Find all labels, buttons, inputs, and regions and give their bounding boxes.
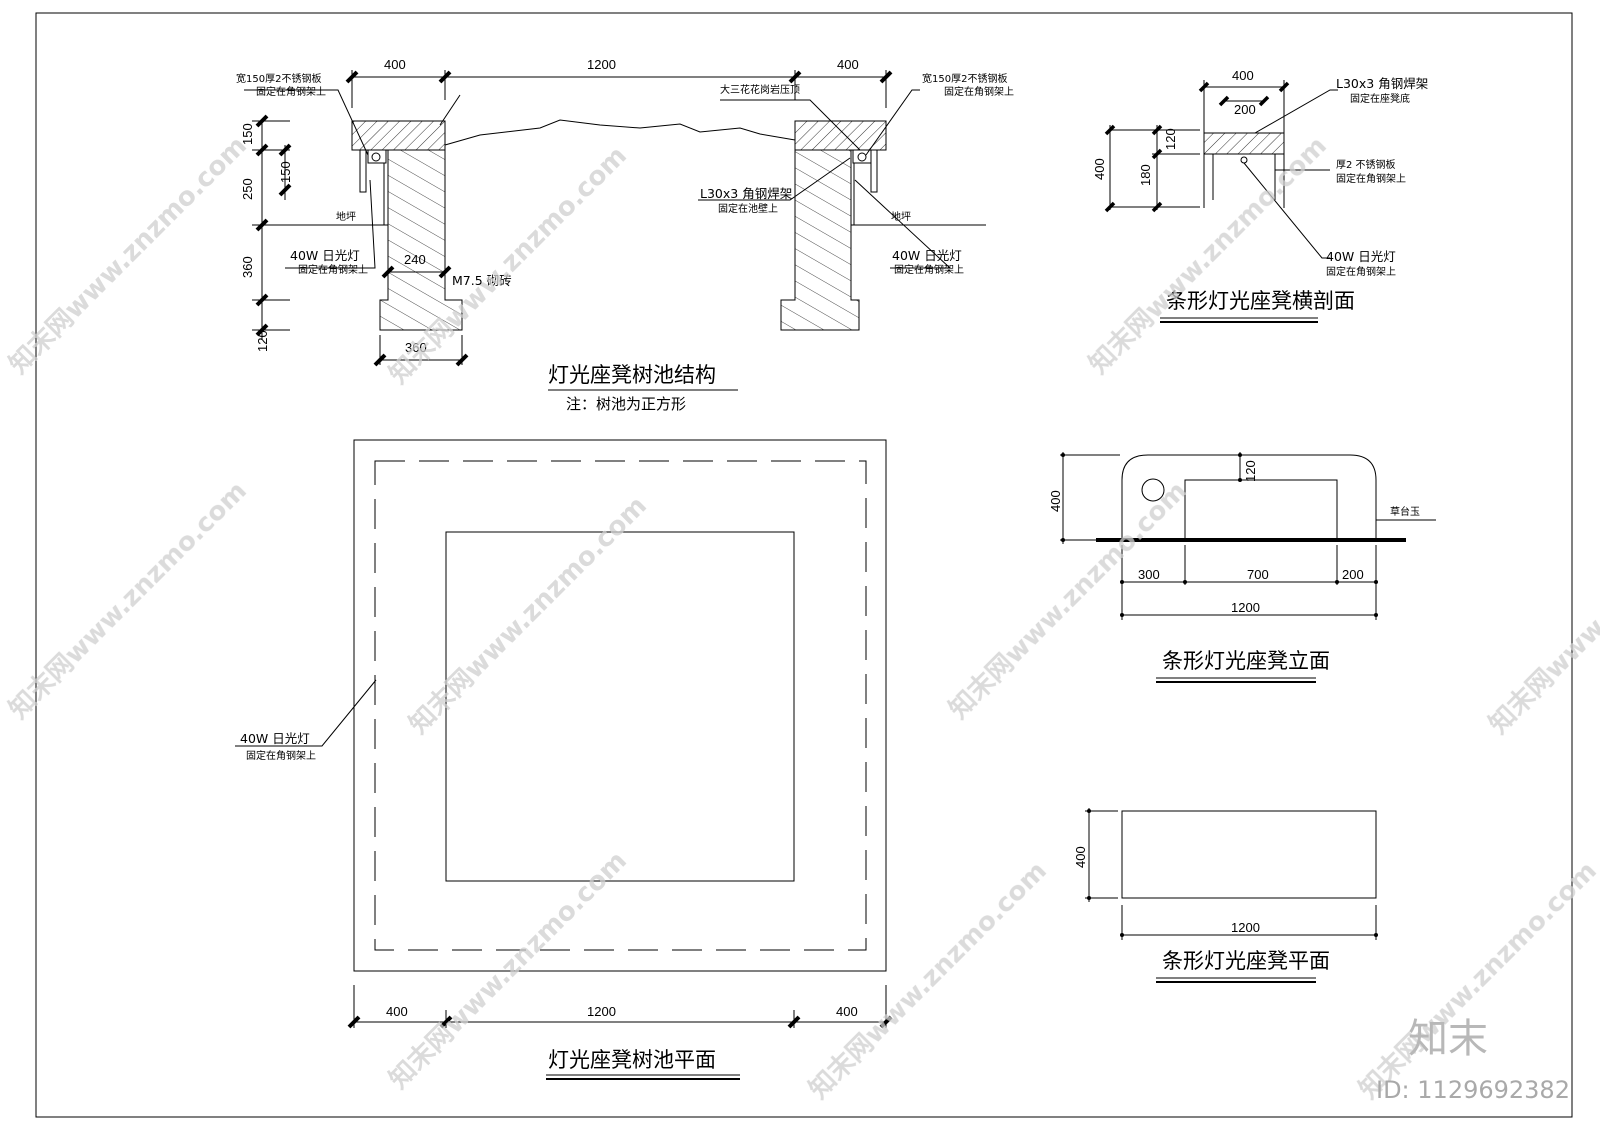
dim-360: 360 (405, 340, 427, 355)
note-ground-left: 地坪 (336, 210, 356, 223)
cs-lamp-2: 固定在角钢架上 (1326, 265, 1396, 278)
dim-240: 240 (404, 252, 426, 267)
structure-note: 注：树池为正方形 (566, 395, 686, 413)
cs-plate-1: 厚2 不锈钢板 (1336, 158, 1396, 171)
cs-plate-2: 固定在角钢架上 (1336, 172, 1406, 185)
title-elevation: 条形灯光座凳立面 (1162, 649, 1330, 673)
title-structure: 灯光座凳树池结构 (548, 363, 716, 387)
watermark-text-1: 知末网www.znzmo.com (4, 131, 253, 380)
el-dim-700: 700 (1247, 567, 1269, 582)
watermark-text-7: 知末网www.znzmo.com (1484, 491, 1600, 740)
watermark-logo: 知末 (1408, 1016, 1488, 1062)
dim-1200: 1200 (587, 57, 616, 72)
note-ground-right: 地坪 (891, 210, 911, 223)
plan-dim-1200: 1200 (587, 1004, 616, 1019)
tree-pool-plan-labels: 400 1200 400 40W 日光灯 固定在角钢架上 灯光座凳树池平面 (240, 731, 858, 1080)
el-dim-400: 400 (1048, 490, 1063, 512)
bp-dim-1200: 1200 (1231, 920, 1260, 935)
watermark-id: ID: 1129692382 (1376, 1076, 1570, 1104)
plan-dim-400-left: 400 (386, 1004, 408, 1019)
plan-lamp-2: 固定在角钢架上 (246, 749, 316, 762)
el-dim-1200: 1200 (1231, 600, 1260, 615)
el-dim-200: 200 (1342, 567, 1364, 582)
note-lamp-left-2: 固定在角钢架上 (298, 263, 368, 276)
watermark-text-5: 知末网www.znzmo.com (404, 491, 653, 740)
plan-dim-400-right: 400 (836, 1004, 858, 1019)
dim-150-inner: 150 (278, 161, 293, 183)
note-lamp-left-1: 40W 日光灯 (290, 248, 360, 263)
dim-120: 120 (255, 330, 270, 352)
note-angle-1: L30x3 角钢焊架 (700, 186, 792, 201)
dim-400-right: 400 (837, 57, 859, 72)
plan-lamp-1: 40W 日光灯 (240, 731, 310, 746)
elevation-labels: 400 120 300 700 200 1200 草台玉 条形灯光座凳立面 (1048, 460, 1420, 683)
elevation (1060, 452, 1436, 620)
el-dim-300: 300 (1138, 567, 1160, 582)
watermark-text-4: 知末网www.znzmo.com (4, 476, 253, 725)
tree-pool-plan (235, 439, 893, 1029)
cs-dim-400-v: 400 (1092, 158, 1107, 180)
note-steel-plate-right-2: 固定在角钢架上 (944, 85, 1014, 98)
cs-lamp-1: 40W 日光灯 (1326, 249, 1396, 264)
note-steel-plate-left-1: 宽150厚2不锈钢板 (236, 72, 321, 85)
dim-150: 150 (240, 123, 255, 145)
note-steel-plate-right-1: 宽150厚2不锈钢板 (922, 72, 1007, 85)
cs-angle-1: L30x3 角钢焊架 (1336, 76, 1428, 91)
cs-dim-200: 200 (1234, 102, 1256, 117)
watermark-text-9: 知末网www.znzmo.com (804, 856, 1053, 1105)
cross-section (1104, 80, 1338, 259)
watermark-text-10: 知末网www.znzmo.com (1354, 856, 1600, 1105)
title-bench-plan: 条形灯光座凳平面 (1162, 949, 1330, 973)
note-granite: 大三花花岗岩压顶 (720, 83, 800, 96)
bench-plan (1085, 808, 1378, 940)
cs-dim-120: 120 (1163, 128, 1178, 150)
dim-400-left: 400 (384, 57, 406, 72)
note-brick: M7.5 砌砖 (452, 273, 512, 288)
dim-250: 250 (240, 178, 255, 200)
structure-labels: 400 1200 400 150 250 360 120 150 240 360… (236, 57, 1014, 413)
bench-plan-labels: 400 1200 条形灯光座凳平面 (1073, 846, 1330, 983)
cross-section-labels: 400 200 120 180 400 L30x3 角钢焊架 固定在座凳底 厚2… (1092, 68, 1428, 323)
cs-angle-2: 固定在座凳底 (1350, 92, 1410, 105)
watermark-text-3: 知末网www.znzmo.com (1084, 131, 1333, 380)
cs-dim-400: 400 (1232, 68, 1254, 83)
title-plan: 灯光座凳树池平面 (548, 1048, 716, 1072)
note-steel-plate-left-2: 固定在角钢架上 (256, 85, 326, 98)
el-curb: 草台玉 (1390, 505, 1420, 518)
sheet-border (35, 12, 1573, 1118)
dim-360-v: 360 (240, 256, 255, 278)
title-cross-section: 条形灯光座凳横剖面 (1166, 289, 1355, 313)
bp-dim-400: 400 (1073, 846, 1088, 868)
note-lamp-right-2: 固定在角钢架上 (894, 263, 964, 276)
el-dim-120: 120 (1243, 460, 1258, 482)
cs-dim-180: 180 (1138, 164, 1153, 186)
watermark-text-6: 知末网www.znzmo.com (944, 476, 1193, 725)
note-angle-2: 固定在池壁上 (718, 202, 778, 215)
note-lamp-right-1: 40W 日光灯 (892, 248, 962, 263)
structure-section (244, 70, 986, 367)
